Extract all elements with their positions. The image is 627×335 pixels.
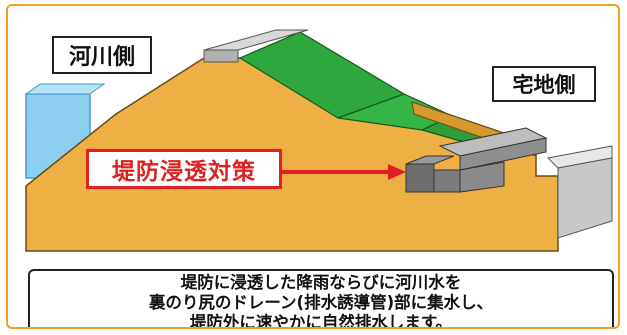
seepage-measure-label: 堤防浸透対策 xyxy=(86,149,282,189)
river-water-top xyxy=(24,83,106,95)
drain-block-left-front xyxy=(405,163,435,193)
caption-line: 堤防外に速やかに自然排水します。 xyxy=(189,313,453,329)
crest-slab-front xyxy=(203,49,239,63)
description-caption: 堤防に浸透した降雨ならびに河川水を 裏のり尻のドレーン(排水誘導管)部に集水し、… xyxy=(28,269,614,329)
drain-block-mid-front xyxy=(433,169,461,193)
pointer-arrow-head xyxy=(388,164,406,180)
drain-block-back-front xyxy=(459,137,547,171)
drain-block-right-front xyxy=(459,161,505,193)
embankment-cross-section xyxy=(24,29,613,252)
caption-line: 堤防に浸透した降雨ならびに河川水を xyxy=(180,273,462,292)
residential-ground-side xyxy=(557,157,613,239)
residential-side-label: 宅地側 xyxy=(492,66,596,102)
river-side-label: 河川側 xyxy=(52,36,152,74)
caption-line: 裏のり尻のドレーン(排水誘導管)部に集水し、 xyxy=(148,293,494,312)
diagram-frame: 河川側 宅地側 堤防浸透対策 堤防に浸透した降雨ならびに河川水を 裏のり尻のドレ… xyxy=(6,4,620,329)
